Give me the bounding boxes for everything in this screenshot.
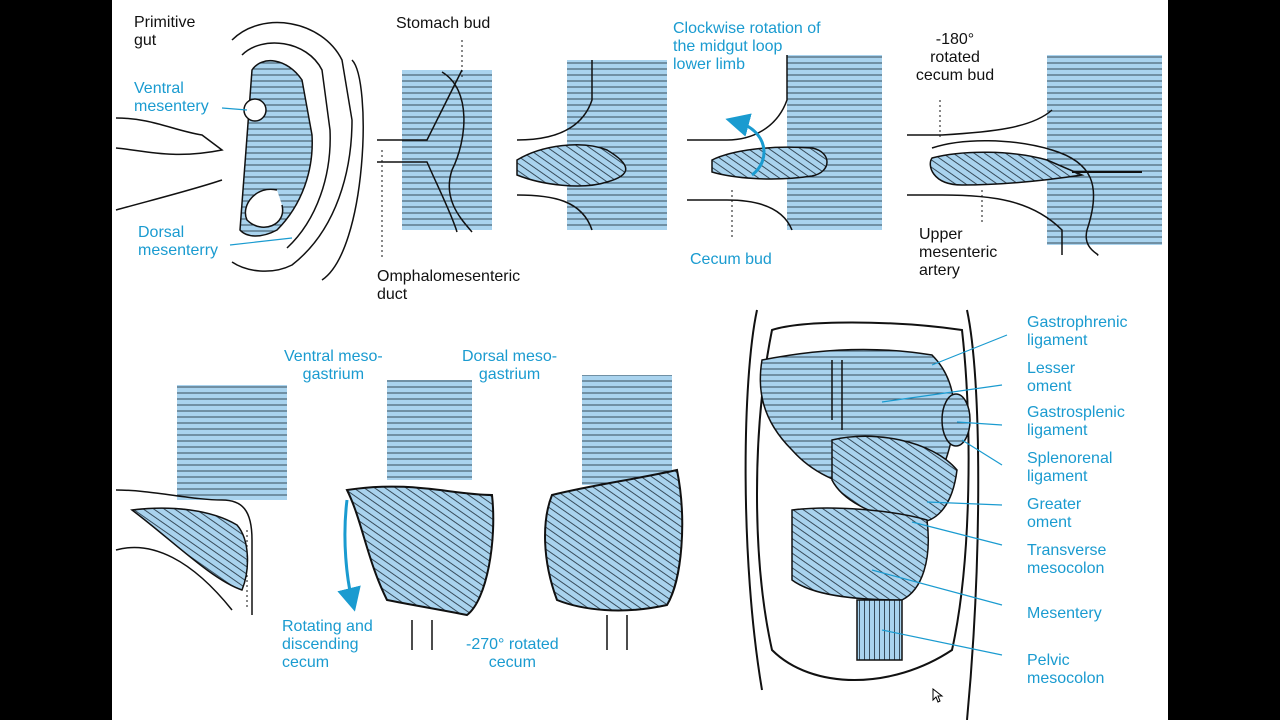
mesogastrium-figure [115, 385, 287, 615]
label-gastrosplenic-ligament: Gastrosplenic ligament [1027, 404, 1125, 439]
rotated-270-cecum-figure [544, 375, 684, 650]
midgut-loop-figure [516, 60, 667, 231]
label-lesser-oment: Lesser oment [1027, 360, 1076, 395]
label-mesentery: Mesentery [1027, 605, 1102, 622]
cecum-bud-figure [687, 55, 882, 240]
label-greater-oment: Greater oment [1027, 496, 1082, 531]
label-primitive-gut: Primitive gut [134, 14, 196, 49]
descending-cecum-figure [337, 380, 495, 650]
primitive-gut-figure [115, 21, 364, 281]
label-dorsal-mesentery: Dorsal mesenterry [138, 224, 219, 259]
label-pelvic-mesocolon: Pelvic mesocolon [1027, 652, 1105, 687]
label-transverse-mesocolon: Transverse mesocolon [1027, 542, 1107, 577]
stomach-bud-figure [377, 40, 492, 260]
label-upper-mesenteric-artery: Upper mesenteric artery [919, 226, 998, 279]
embryology-illustration [115, 21, 1162, 720]
label-dorsal-mesogastrium: Dorsal meso- gastrium [462, 348, 558, 383]
label-rotated-270-cecum: -270° rotated cecum [466, 636, 559, 671]
leader-lines [221, 107, 1008, 656]
label-stomach-bud: Stomach bud [396, 15, 491, 32]
label-clockwise-rotation: Clockwise rotation of the midgut loop lo… [673, 20, 821, 73]
label-omphalomesenteric-duct: Omphalomesenteric duct [377, 268, 521, 303]
label-splenorenal-ligament: Splenorenal ligament [1027, 450, 1113, 485]
label-gastrophrenic-ligament: Gastrophrenic ligament [1027, 314, 1128, 349]
slide: Primitive gut Ventral mesentery Dorsal m… [112, 0, 1168, 720]
label-rotating-cecum: Rotating and discending cecum [282, 618, 373, 671]
mouse-pointer-icon [932, 688, 944, 703]
label-ventral-mesogastrium: Ventral meso- gastrium [284, 348, 383, 383]
rotated-cecum-figure [907, 55, 1162, 256]
label-ventral-mesentery: Ventral mesentery [134, 80, 209, 115]
label-cecum-bud: Cecum bud [690, 251, 772, 268]
adult-abdomen-figure [744, 309, 980, 720]
label-rotated-cecum-bud: -180° rotated cecum bud [915, 31, 995, 84]
